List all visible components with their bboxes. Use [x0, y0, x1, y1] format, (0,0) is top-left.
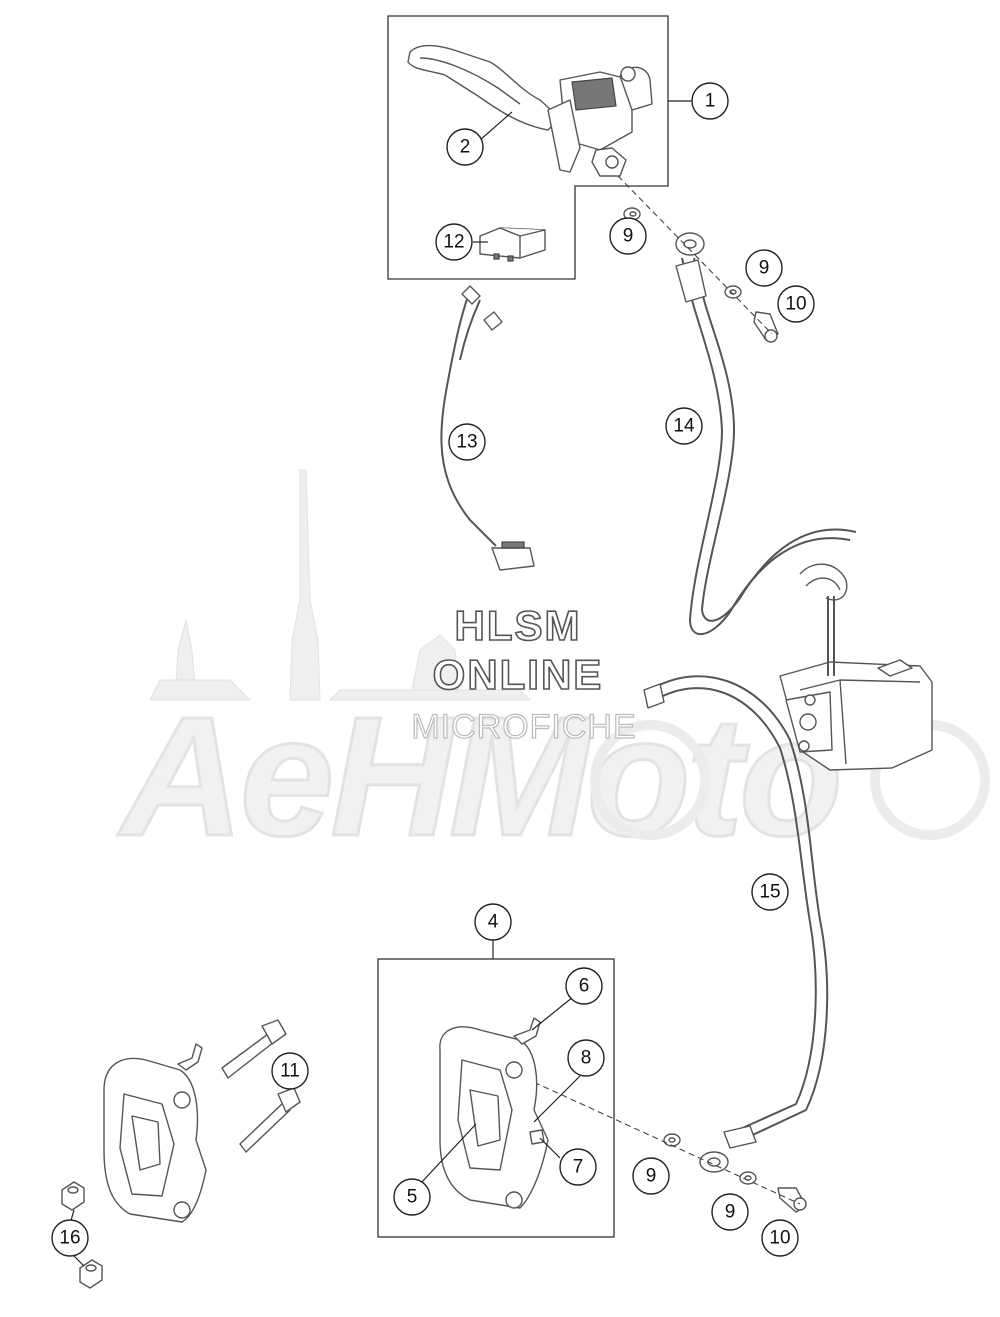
svg-text:9: 9: [623, 226, 634, 247]
abs-sensor-module: [479, 227, 546, 262]
callout-6: 6: [565, 967, 603, 1005]
svg-text:6: 6: [579, 976, 590, 997]
abs-unit: [779, 596, 933, 771]
top-banjo-fitting: [623, 207, 779, 343]
watermark-line2: ONLINE: [433, 651, 604, 698]
brake-caliper: [439, 1017, 549, 1209]
callout-10-lower: 10: [761, 1219, 799, 1257]
callout-7: 7: [559, 1148, 597, 1186]
callout-8: 8: [567, 1039, 605, 1077]
caliper-bolts: [221, 1019, 301, 1153]
callout-9-top-left: 9: [609, 217, 647, 255]
svg-text:7: 7: [573, 1157, 584, 1178]
brake-hose-14: [675, 257, 857, 636]
callout-16: 16: [51, 1219, 89, 1257]
svg-text:9: 9: [759, 258, 770, 279]
svg-text:8: 8: [581, 1048, 592, 1069]
svg-text:2: 2: [460, 137, 471, 158]
brake-master-cylinder: [407, 44, 653, 177]
callout-11: 11: [271, 1052, 309, 1090]
svg-text:15: 15: [759, 882, 780, 903]
callout-5: 5: [393, 1178, 431, 1216]
callout-13: 13: [448, 423, 486, 461]
svg-text:1: 1: [705, 91, 716, 112]
svg-text:10: 10: [785, 294, 806, 315]
top-bolt-axis: [617, 175, 773, 335]
svg-text:11: 11: [280, 1061, 300, 1082]
svg-text:13: 13: [456, 432, 477, 453]
callout-4: 4: [474, 903, 512, 941]
brake-hose-15: [643, 675, 829, 1173]
svg-text:4: 4: [488, 912, 499, 933]
svg-text:12: 12: [443, 232, 464, 253]
nuts: [61, 1181, 103, 1289]
leader-lines: [69, 100, 692, 1267]
watermark-line3: MICROFICHE: [411, 708, 636, 746]
callout-10-top: 10: [777, 285, 815, 323]
callout-9-lower-left: 9: [632, 1157, 670, 1195]
svg-text:5: 5: [407, 1187, 418, 1208]
callout-9-top-right: 9: [745, 249, 783, 287]
callout-15: 15: [751, 873, 789, 911]
master-cylinder-kit-frame: [387, 15, 669, 280]
callout-2: 2: [446, 128, 484, 166]
callout-12: 12: [435, 223, 473, 261]
svg-text:10: 10: [769, 1228, 790, 1249]
watermark-line1: HLSM: [455, 602, 582, 649]
sensor-cable-13: [440, 285, 535, 571]
callout-14: 14: [665, 407, 703, 445]
svg-text:9: 9: [646, 1166, 657, 1187]
watermark-skyline: [149, 469, 532, 701]
caliper-kit-frame: [377, 958, 615, 1238]
svg-text:14: 14: [673, 416, 695, 437]
callout-1: 1: [691, 82, 729, 120]
callout-9-lower-right: 9: [711, 1193, 749, 1231]
svg-text:16: 16: [59, 1228, 80, 1249]
svg-text:9: 9: [725, 1202, 736, 1223]
brake-caliper-left: [103, 1043, 207, 1223]
lower-bolt-axis: [515, 1073, 801, 1205]
watermark-brand: AeHMoto: [117, 682, 839, 872]
